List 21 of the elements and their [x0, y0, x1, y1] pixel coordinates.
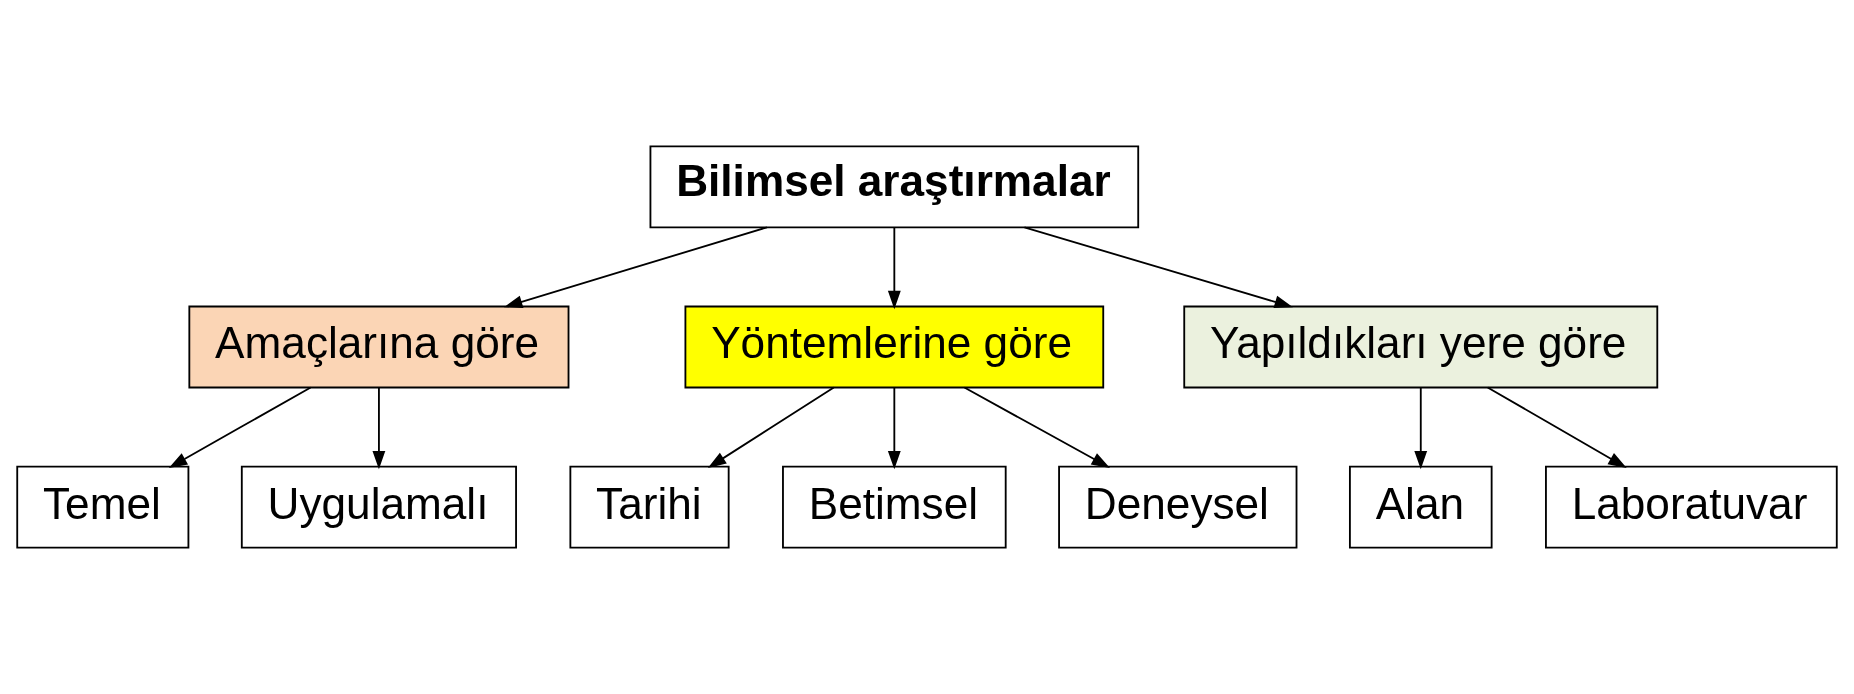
node-box: Betimsel — [782, 465, 1007, 549]
node-box: Yöntemlerine göre — [684, 305, 1105, 389]
node-box: Alan — [1349, 465, 1493, 549]
node-box: Uygulamalı — [240, 465, 517, 549]
arrow — [963, 386, 1110, 468]
node-box: Yapıldıkları yere göre — [1183, 305, 1659, 389]
arrow — [887, 226, 901, 310]
arrow — [707, 386, 835, 469]
arrow — [1414, 386, 1428, 470]
node-box: Deneysel — [1058, 465, 1298, 549]
node-box: Bilimsel araştırmalar — [649, 145, 1140, 229]
arrow — [887, 386, 901, 470]
arrow — [372, 386, 386, 470]
node-box: Laboratuvar — [1545, 465, 1838, 549]
arrow — [1486, 386, 1627, 468]
node-box: Tarihi — [569, 465, 730, 549]
node-box: Temel — [16, 465, 190, 549]
arrow — [504, 226, 768, 308]
arrow — [1023, 226, 1293, 309]
arrow — [168, 386, 312, 468]
node-box: Amaçlarına göre — [188, 305, 570, 389]
